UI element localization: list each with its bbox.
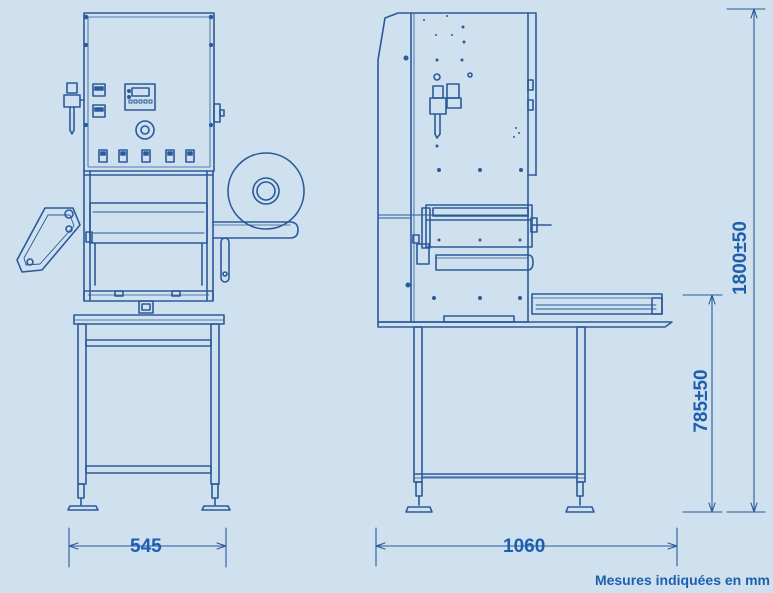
table-top [73,314,225,325]
table-height-dimension-label: 785±50 [691,369,712,433]
dial-knob-icon [135,120,155,140]
depth-dimension-label: 1060 [503,536,546,557]
switch-icon [92,104,106,118]
levelling-feet [67,483,231,511]
levelling-feet [405,481,595,513]
total-height-dimension-label: 1800±50 [730,221,751,295]
button-row [98,149,195,163]
sealing-chamber [89,202,208,244]
pressure-regulator-icon [429,72,473,139]
display-screen [124,83,156,111]
control-cabinet [83,12,215,172]
film-arm [16,207,81,273]
machine-body [377,12,529,323]
conveyor-tray [531,293,663,315]
front-view [16,12,305,511]
film-roll [212,152,305,283]
sealing-unit [412,204,552,271]
side-view [377,12,673,513]
dimension-lines [68,8,766,568]
switch-icon [92,83,106,97]
pressure-regulator-icon [63,82,85,135]
units-footnote: Mesures indiquées en mm [594,572,770,588]
width-dimension-label: 545 [130,536,162,557]
